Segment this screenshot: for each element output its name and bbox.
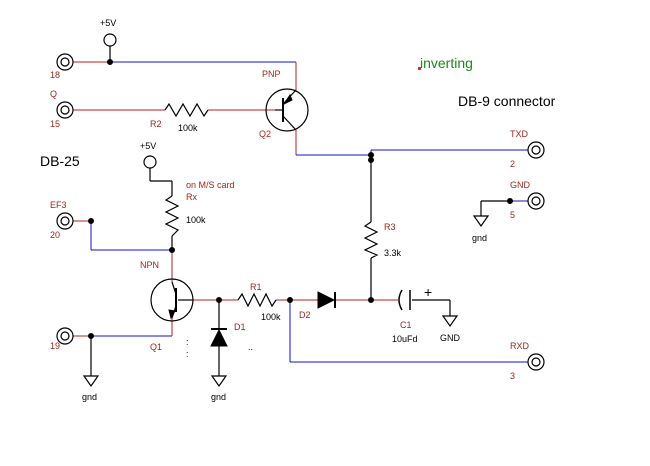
rxd-name: RXD — [510, 341, 530, 351]
inverting-note: inverting — [420, 55, 473, 71]
diode-d2-symbol — [317, 291, 336, 309]
q1-type-label: NPN — [140, 260, 159, 270]
ms-card-line2: Rx — [186, 192, 197, 202]
pin-20-name: EF3 — [50, 200, 67, 210]
r2-label: R2 — [150, 119, 162, 129]
c1-plus-sign: + — [424, 284, 432, 300]
d1-dots: .. — [248, 342, 253, 352]
d1-label: D1 — [234, 322, 246, 332]
capacitor-c1-symbol — [398, 289, 411, 311]
junction-dot-pin19 — [88, 333, 94, 339]
connector-pin-rxd — [527, 353, 545, 371]
pin-15-name: Q — [50, 89, 57, 99]
rx-value: 100k — [186, 215, 206, 225]
gnd-pin-label: 5 — [510, 210, 515, 220]
gnd-label-d1: gnd — [211, 392, 226, 402]
diode-d1-symbol — [210, 328, 228, 347]
junction-dot-txd-2 — [368, 157, 374, 163]
transistor-q2-symbol — [265, 88, 309, 132]
c1-label: C1 — [400, 320, 412, 330]
pin-19-label: 19 — [50, 341, 60, 351]
supply-5v-top-label: +5V — [100, 18, 116, 28]
ground-symbol-pin19 — [82, 375, 100, 388]
junction-dot-ef3 — [88, 218, 94, 224]
c1-value: 10uFd — [392, 334, 418, 344]
gnd-label-db9: gnd — [472, 233, 487, 243]
resistor-rx-symbol — [164, 195, 180, 237]
r3-value: 3.3k — [384, 248, 402, 258]
transistor-q1-symbol — [150, 278, 194, 322]
db9-title: DB-9 connector — [458, 93, 556, 109]
r3-label: R3 — [384, 222, 396, 232]
pin-20-label: 20 — [50, 230, 60, 240]
connector-pin-19 — [56, 327, 74, 345]
junction-dot-d1 — [216, 297, 222, 303]
ground-symbol-db9 — [472, 215, 490, 228]
junction-dot-r1 — [287, 297, 293, 303]
pin-15-label: 15 — [50, 119, 60, 129]
gnd-label-c1: GND — [440, 333, 461, 343]
connector-pin-18 — [56, 53, 74, 71]
ms-card-line1: on M/S card — [186, 180, 235, 190]
q1-dots: : — [186, 337, 189, 347]
junction-dot-top — [107, 59, 113, 65]
connector-pin-gnd — [527, 192, 545, 210]
junction-dot-txd-1 — [368, 152, 374, 158]
gnd-name: GND — [510, 180, 531, 190]
r2-value: 100k — [178, 123, 198, 133]
junction-dot-d2 — [368, 297, 374, 303]
q1-label: Q1 — [150, 342, 162, 352]
junction-dot-collector — [169, 247, 175, 253]
q2-label: Q2 — [259, 129, 271, 139]
q1-dots-2: : — [186, 349, 189, 359]
resistor-r3-symbol — [363, 221, 379, 259]
txd-name: TXD — [510, 129, 529, 139]
rxd-pin-label: 3 — [510, 371, 515, 381]
db25-title: DB-25 — [40, 153, 80, 169]
d2-label: D2 — [299, 310, 311, 320]
supply-5v-mid-label: +5V — [140, 141, 156, 151]
supply-terminal-top — [103, 33, 117, 47]
r1-label: R1 — [250, 282, 262, 292]
connector-pin-20 — [56, 212, 74, 230]
ground-symbol-d1 — [210, 375, 228, 388]
ground-symbol-c1 — [441, 315, 459, 328]
marker-square — [418, 67, 421, 70]
gnd-label-pin19: gnd — [82, 392, 97, 402]
pin-18-label: 18 — [50, 70, 60, 80]
junction-dot-db9-gnd — [507, 198, 513, 204]
r1-value: 100k — [261, 312, 281, 322]
q2-type-label: PNP — [262, 69, 281, 79]
resistor-r2-symbol — [164, 102, 209, 118]
txd-pin-label: 2 — [510, 159, 515, 169]
resistor-r1-symbol — [237, 292, 277, 308]
connector-pin-15 — [56, 101, 74, 119]
supply-terminal-mid — [143, 155, 157, 169]
connector-pin-txd — [527, 141, 545, 159]
